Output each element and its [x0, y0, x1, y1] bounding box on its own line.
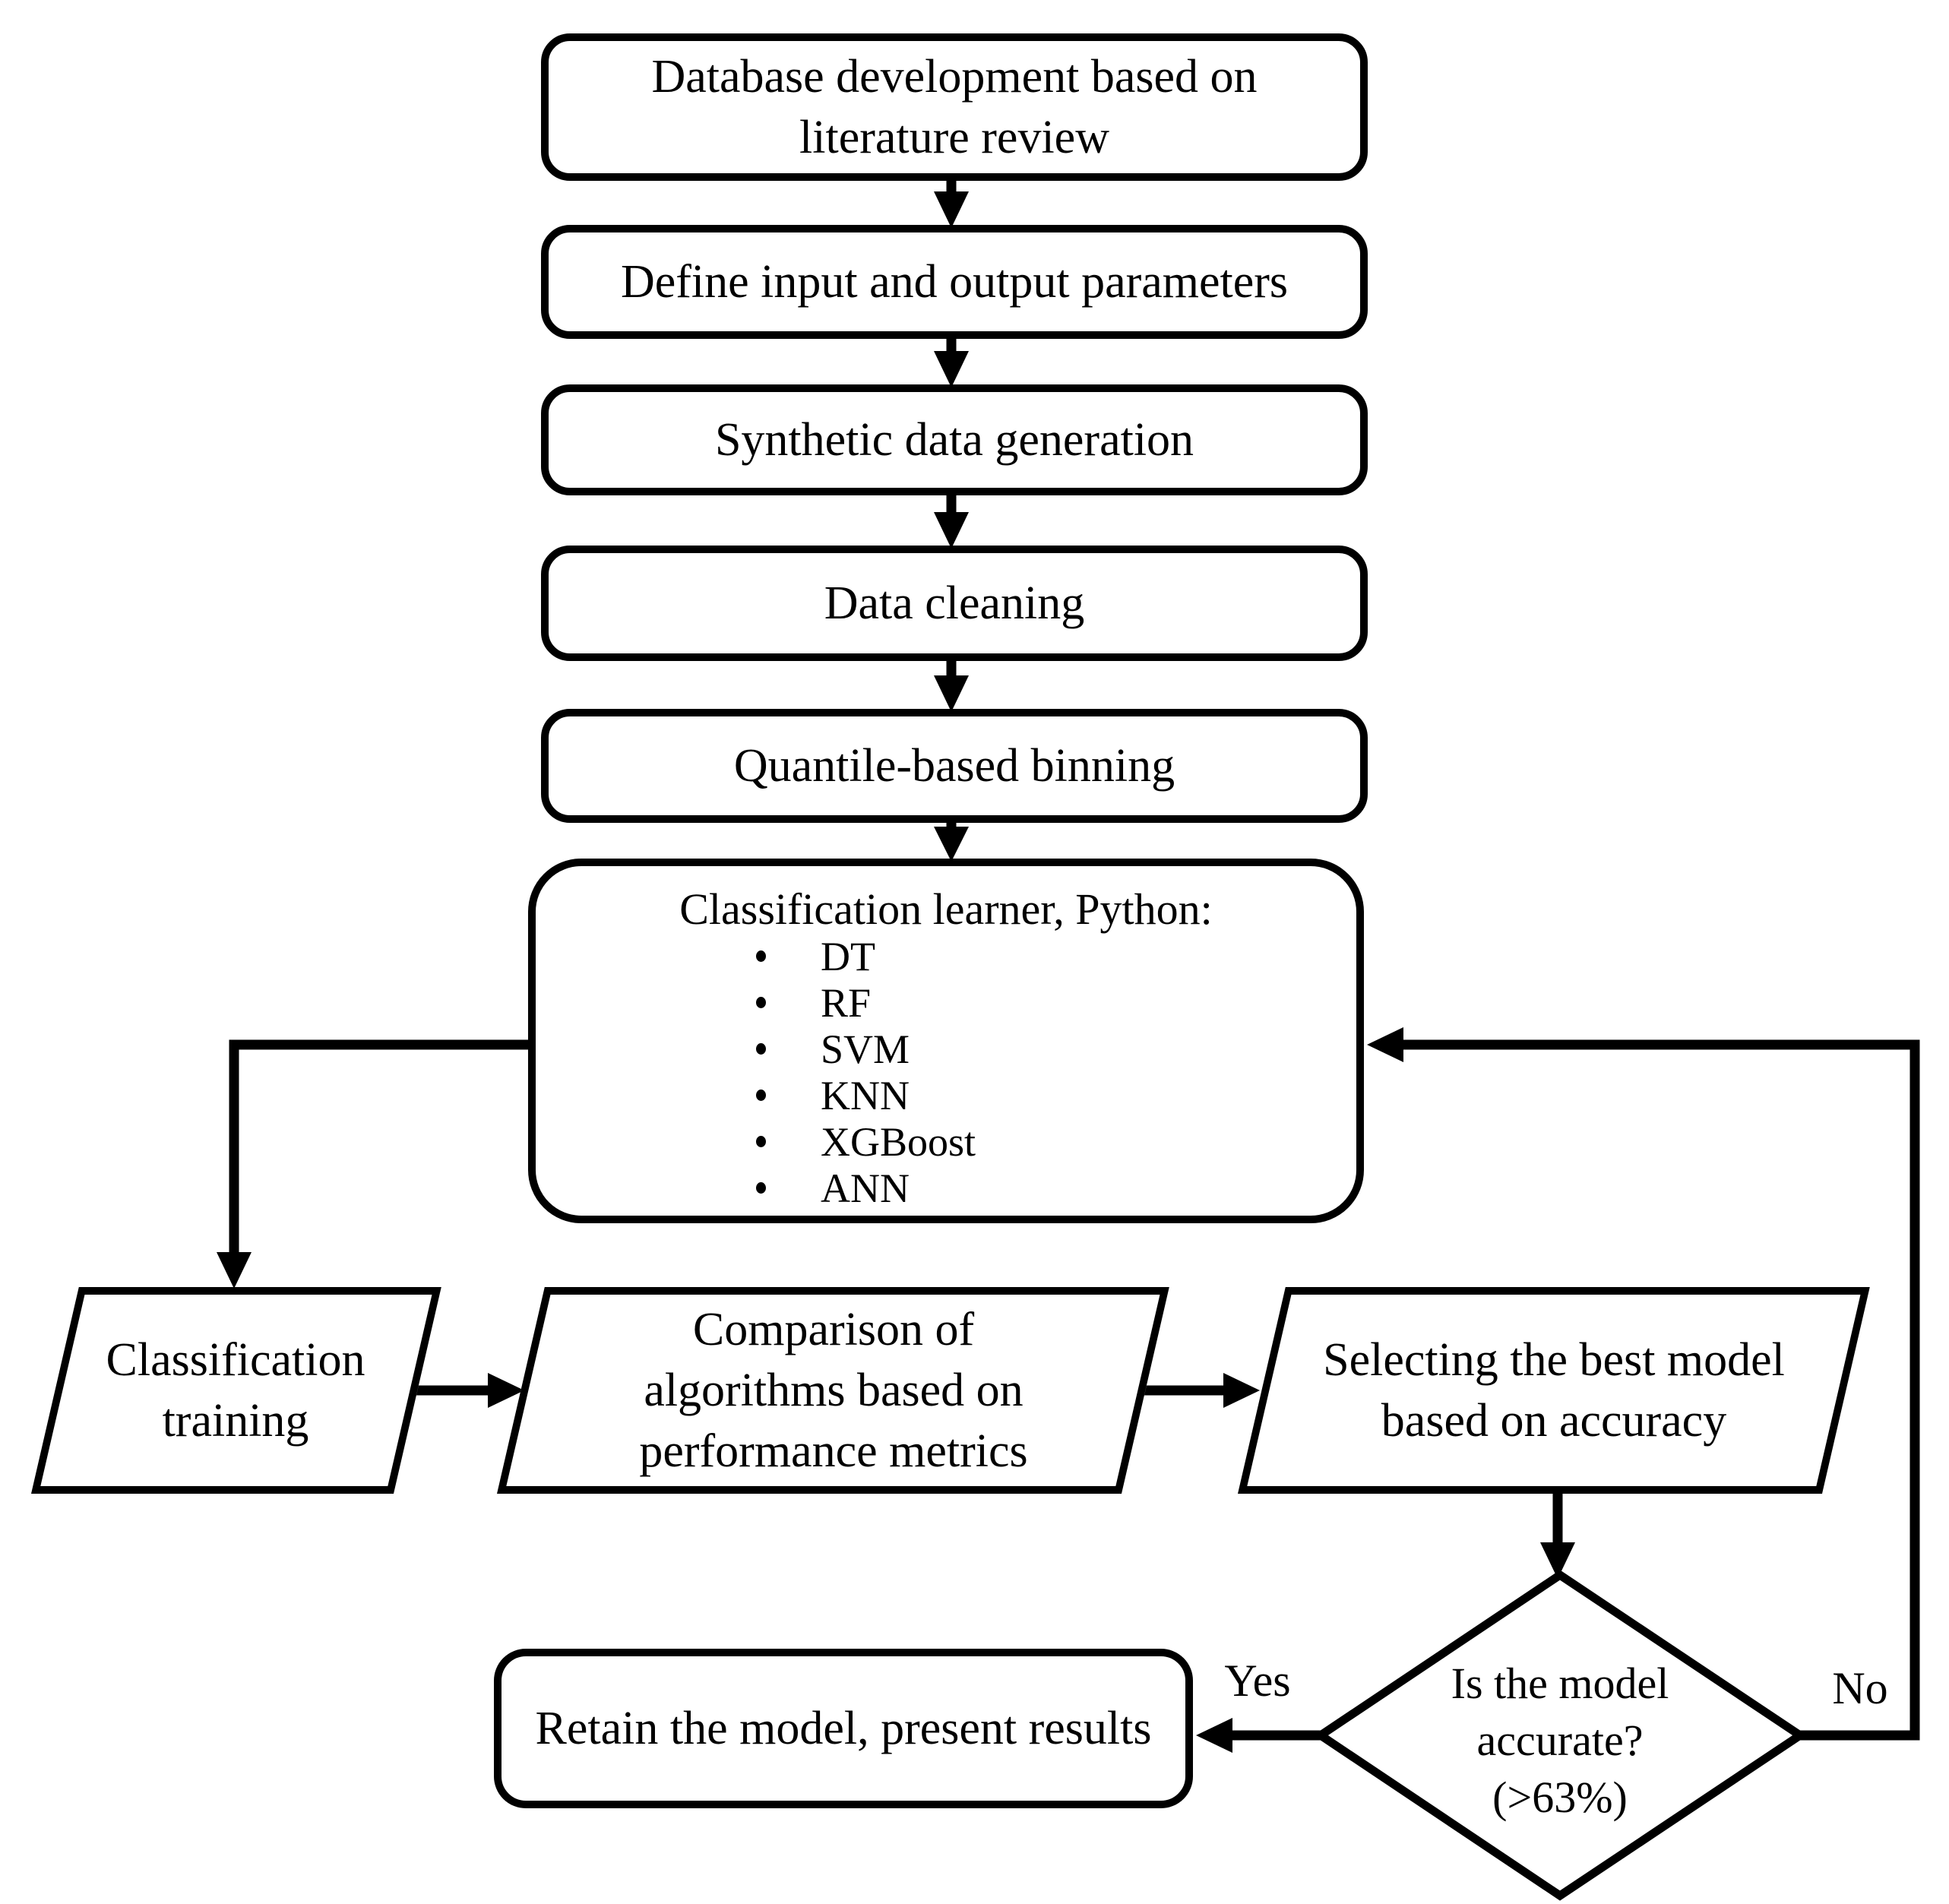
node-training: Classification training: [72, 1322, 399, 1459]
bullet-icon: [756, 1182, 766, 1194]
decision-line-3: (>63%): [1492, 1772, 1628, 1822]
bullet-icon: [756, 1090, 766, 1101]
decision-line-2: accurate?: [1476, 1715, 1644, 1765]
node-binning: Quantile-based binning: [541, 709, 1368, 823]
arrow-database-to-define: [934, 178, 969, 228]
algorithm-label: KNN: [821, 1072, 910, 1118]
decision-line-1: Is the model: [1451, 1658, 1669, 1708]
arrow-learner-to-training: [217, 1039, 532, 1289]
arrow-selecting-to-decision: [1540, 1491, 1575, 1579]
algorithm-label: ANN: [821, 1165, 910, 1211]
node-synthetic: Synthetic data generation: [541, 384, 1368, 495]
arrow-synthetic-to-cleaning: [934, 492, 969, 549]
node-training-label: Classification training: [106, 1334, 365, 1447]
algorithm-label: XGBoost: [821, 1118, 976, 1165]
algorithm-label: DT: [821, 933, 875, 979]
node-database: Database development based on literature…: [541, 33, 1368, 181]
edge-label-yes: Yes: [1224, 1656, 1291, 1706]
node-cleaning-label: Data cleaning: [824, 577, 1085, 629]
bullet-icon: [756, 950, 766, 962]
bullet-icon: [756, 997, 766, 1008]
node-retain-label: Retain the model, present results: [535, 1703, 1152, 1754]
node-decision: Is the model accurate? (>63%): [1294, 1637, 1826, 1842]
node-comparison-label: Comparison of algorithms based on perfor…: [639, 1304, 1028, 1477]
node-selecting-label: Selecting the best model based on accura…: [1323, 1334, 1785, 1447]
node-database-label: Database development based on literature…: [651, 51, 1258, 163]
algorithm-list: DT RF SVM KNN XGBoost ANN: [756, 933, 976, 1211]
algorithm-item-xgboost: XGBoost: [756, 1118, 976, 1165]
algorithm-item-dt: DT: [756, 933, 976, 979]
arrow-training-to-comparison: [413, 1373, 524, 1408]
node-define-io-label: Define input and output parameters: [620, 256, 1289, 308]
node-cleaning: Data cleaning: [541, 546, 1368, 661]
arrow-comparison-to-selecting: [1142, 1373, 1260, 1408]
algorithm-item-rf: RF: [756, 979, 976, 1026]
bullet-icon: [756, 1136, 766, 1147]
node-binning-label: Quantile-based binning: [733, 740, 1175, 792]
algorithm-label: RF: [821, 979, 872, 1026]
arrow-cleaning-to-binning: [934, 658, 969, 712]
algorithm-item-ann: ANN: [756, 1165, 976, 1211]
node-learner: Classification learner, Python: DT RF SV…: [528, 859, 1364, 1223]
node-define-io: Define input and output parameters: [541, 225, 1368, 339]
edge-label-no: No: [1832, 1663, 1888, 1713]
node-synthetic-label: Synthetic data generation: [714, 414, 1194, 466]
node-retain: Retain the model, present results: [494, 1649, 1193, 1808]
bullet-icon: [756, 1043, 766, 1055]
decision-diamond: [1313, 1570, 1808, 1901]
node-comparison: Comparison of algorithms based on perfor…: [602, 1292, 1065, 1489]
algorithm-label: SVM: [821, 1026, 910, 1072]
arrow-define-to-synthetic: [934, 336, 969, 387]
arrow-no-loop: [1367, 1027, 1920, 1741]
algorithm-item-knn: KNN: [756, 1072, 976, 1118]
node-learner-title: Classification learner, Python:: [679, 884, 1213, 934]
arrow-yes: [1196, 1718, 1325, 1753]
arrow-binning-to-learner: [934, 820, 969, 862]
algorithm-item-svm: SVM: [756, 1026, 976, 1072]
node-selecting: Selecting the best model based on accura…: [1273, 1292, 1835, 1489]
